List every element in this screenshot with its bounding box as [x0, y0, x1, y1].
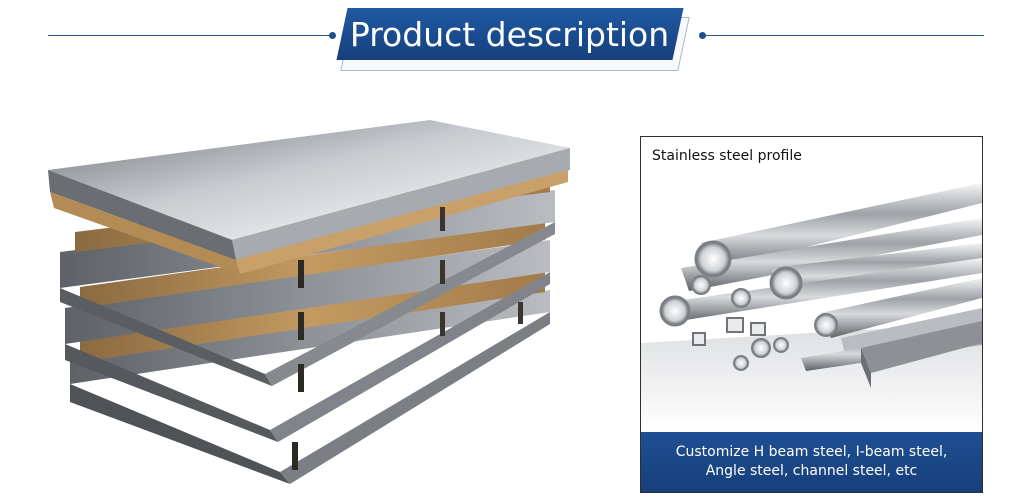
- card-caption: Customize H beam steel, I-beam steel, An…: [641, 432, 982, 492]
- profile-card: Stainless steel profile: [640, 136, 983, 493]
- caption-line-1: Customize H beam steel, I-beam steel,: [675, 444, 948, 460]
- caption-line-2: Angle steel, channel steel, etc: [705, 463, 918, 479]
- header-dot-left: [329, 32, 336, 39]
- title-banner-fill: Product description: [336, 8, 684, 60]
- stacked-steel-sheets-image: [48, 120, 570, 484]
- title-banner: Product description: [336, 8, 696, 72]
- page-title: Product description: [350, 14, 670, 54]
- steel-pipes-and-profiles-image: [641, 173, 982, 432]
- card-title: Stainless steel profile: [652, 148, 802, 164]
- header-dot-right: [699, 32, 706, 39]
- header-divider-left: [48, 35, 332, 36]
- header-divider-right: [702, 35, 984, 36]
